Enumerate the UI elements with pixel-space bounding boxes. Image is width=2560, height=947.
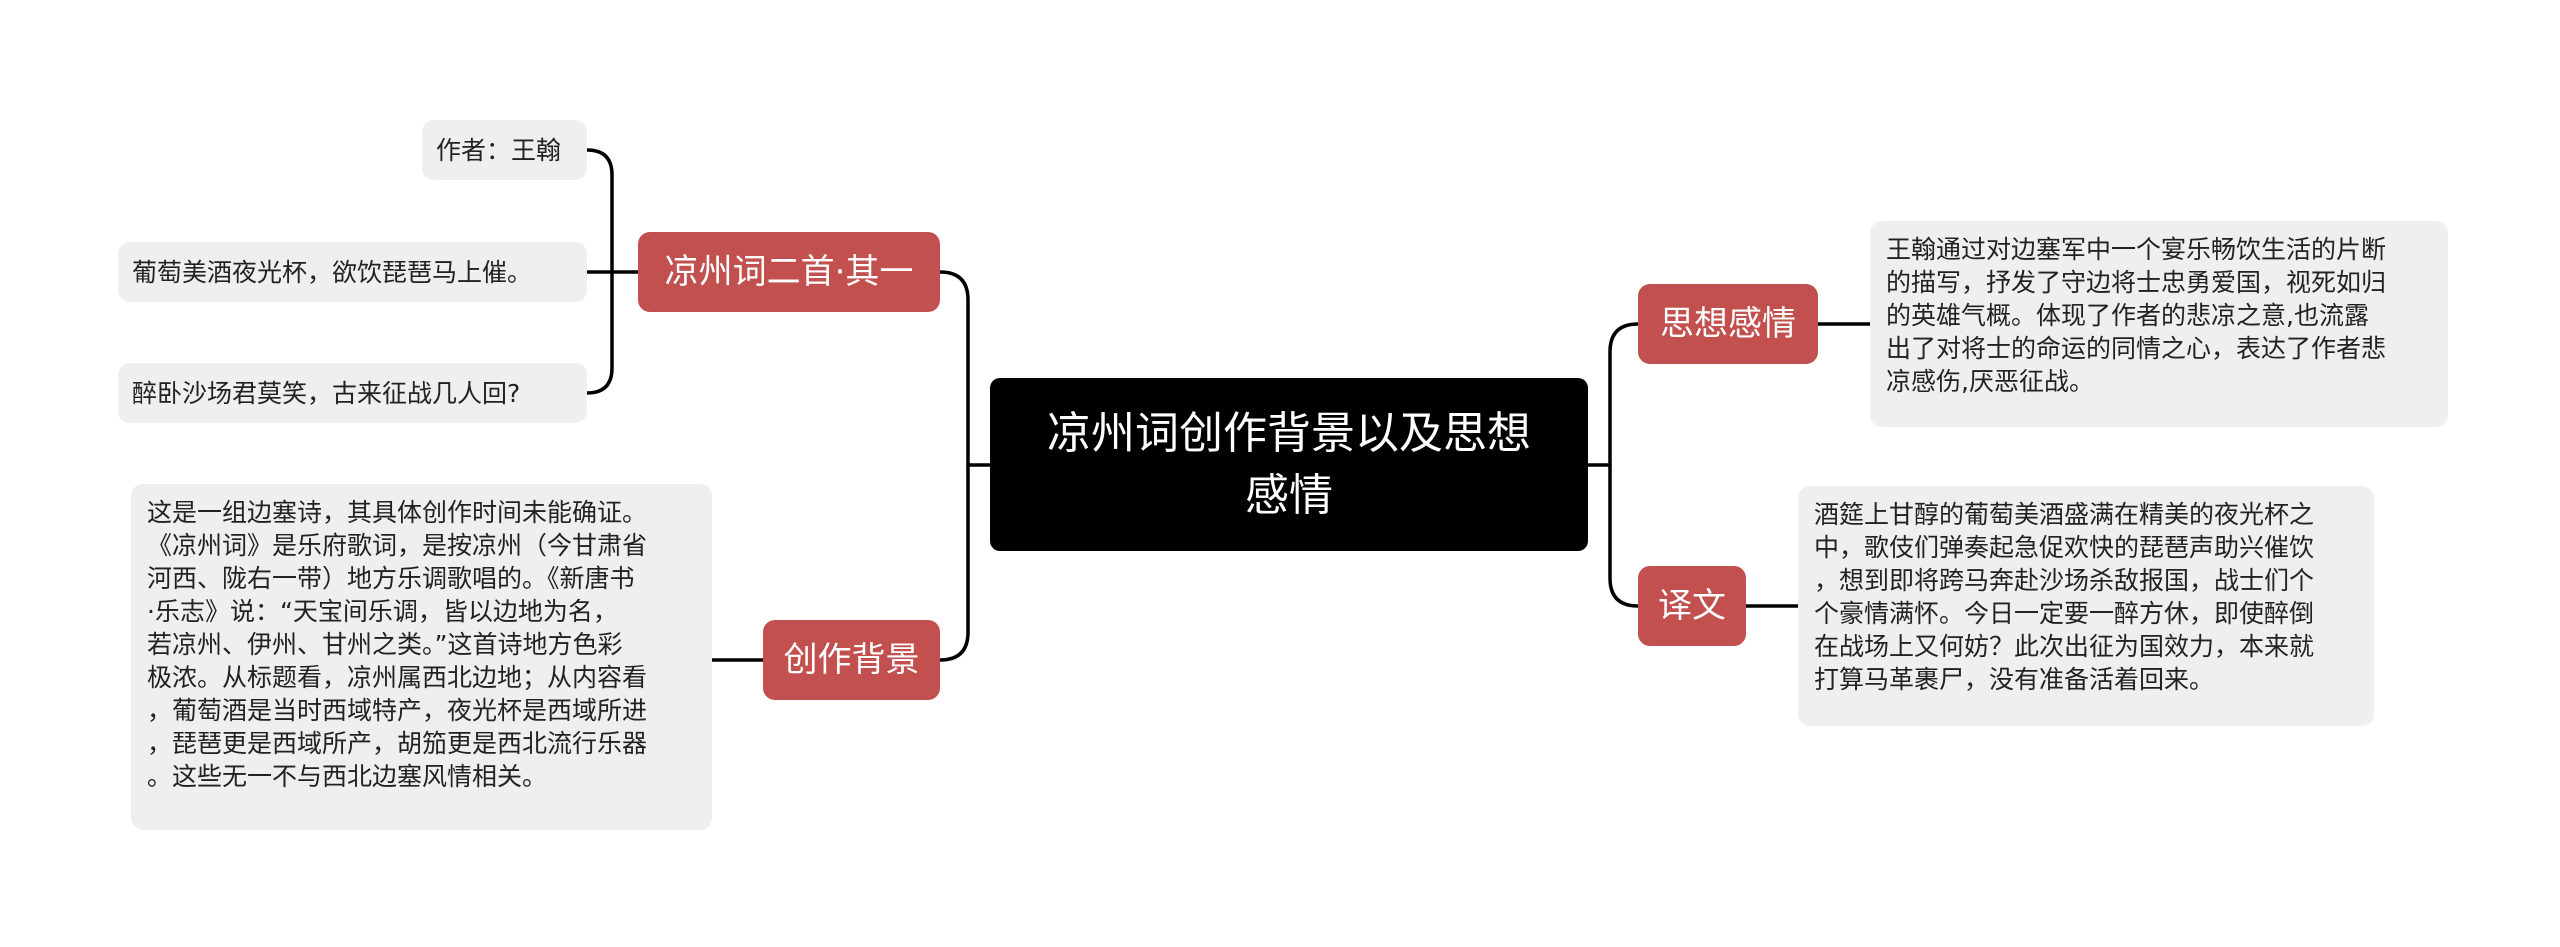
leaf-poem-line-1[interactable]: 葡萄美酒夜光杯，欲饮琵琶马上催。 [118,242,587,302]
translation-line: ，想到即将跨马奔赴沙场杀敌报国，战士们个 [1814,566,2315,595]
branch-translation[interactable]: 译文 [1638,566,1746,646]
background-line: 极浓。从标题看，凉州属西北边地；从内容看 [147,663,648,692]
connector-root-left [938,270,992,467]
background-line: ，琵琶更是西域所产，胡笳更是西北流行乐器 [147,729,648,758]
translation-line: 打算马革裹尸，没有准备活着回来。 [1814,665,2215,694]
branch-thought-label: 思想感情 [1660,304,1796,344]
connector-poem-leaves [585,148,640,274]
branch-background-label: 创作背景 [783,640,920,680]
leaf-poem-line-1-text: 葡萄美酒夜光杯，欲饮琵琶马上催。 [132,257,533,287]
translation-line: 酒筵上甘醇的葡萄美酒盛满在精美的夜光杯之 [1814,500,2315,529]
leaf-thought-text[interactable]: 王翰通过对边塞军中一个宴乐畅饮生活的片断 的描写，抒发了守边将士忠勇爱国，视死如… [1870,221,2448,427]
background-line: 。这些无一不与西北边塞风情相关。 [147,762,548,791]
background-line: 这是一组边塞诗，其具体创作时间未能确证。 [147,498,648,527]
background-line: ，葡萄酒是当时西域特产，夜光杯是西域所进 [147,696,648,725]
connector-root-left-lower [938,463,970,662]
background-line: ·乐志》说：“天宝间乐调，皆以边地为名， [147,597,618,626]
branch-poem[interactable]: 凉州词二首·其一 [638,232,940,312]
translation-line: 在战场上又何妨？此次出征为国效力，本来就 [1814,632,2315,661]
branch-translation-label: 译文 [1658,586,1726,626]
leaf-author-text: 作者：王翰 [436,135,562,165]
leaf-author[interactable]: 作者：王翰 [422,120,587,180]
thought-line: 出了对将士的命运的同情之心，表达了作者悲 [1886,334,2387,363]
thought-line: 的描写，抒发了守边将士忠勇爱国，视死如归 [1886,268,2387,297]
root-topic-line-1: 凉州词创作背景以及思想 [1047,407,1531,459]
connector-root-right [1586,322,1640,467]
branch-thought[interactable]: 思想感情 [1638,284,1818,364]
connector-poem-low [585,270,614,395]
connector-root-right-lower [1608,463,1640,608]
translation-line: 个豪情满怀。今日一定要一醉方休，即使醉倒 [1814,599,2315,628]
background-line: 河西、陇右一带）地方乐调歌唱的。《新唐书 [147,564,635,593]
thought-line: 凉感伤,厌恶征战。 [1886,367,2094,396]
root-topic[interactable]: 凉州词创作背景以及思想 感情 [990,378,1588,551]
background-line: 《凉州词》是乐府歌词，是按凉州（今甘肃省 [147,531,648,560]
thought-line: 的英雄气概。体现了作者的悲凉之意,也流露 [1886,301,2369,330]
branch-background[interactable]: 创作背景 [763,620,940,700]
translation-line: 中，歌伎们弹奏起急促欢快的琵琶声助兴催饮 [1814,533,2315,562]
thought-line: 王翰通过对边塞军中一个宴乐畅饮生活的片断 [1886,235,2387,264]
root-topic-line-2: 感情 [1245,469,1333,521]
leaf-poem-line-2[interactable]: 醉卧沙场君莫笑，古来征战几人回? [118,363,587,423]
leaf-background-text[interactable]: 这是一组边塞诗，其具体创作时间未能确证。 《凉州词》是乐府歌词，是按凉州（今甘肃… [131,484,712,830]
leaf-translation-text[interactable]: 酒筵上甘醇的葡萄美酒盛满在精美的夜光杯之 中，歌伎们弹奏起急促欢快的琵琶声助兴催… [1798,486,2374,726]
branch-poem-label: 凉州词二首·其一 [664,252,914,292]
leaf-poem-line-2-text: 醉卧沙场君莫笑，古来征战几人回? [132,378,521,408]
background-line: 若凉州、伊州、甘州之类。”这首诗地方色彩 [147,630,623,659]
